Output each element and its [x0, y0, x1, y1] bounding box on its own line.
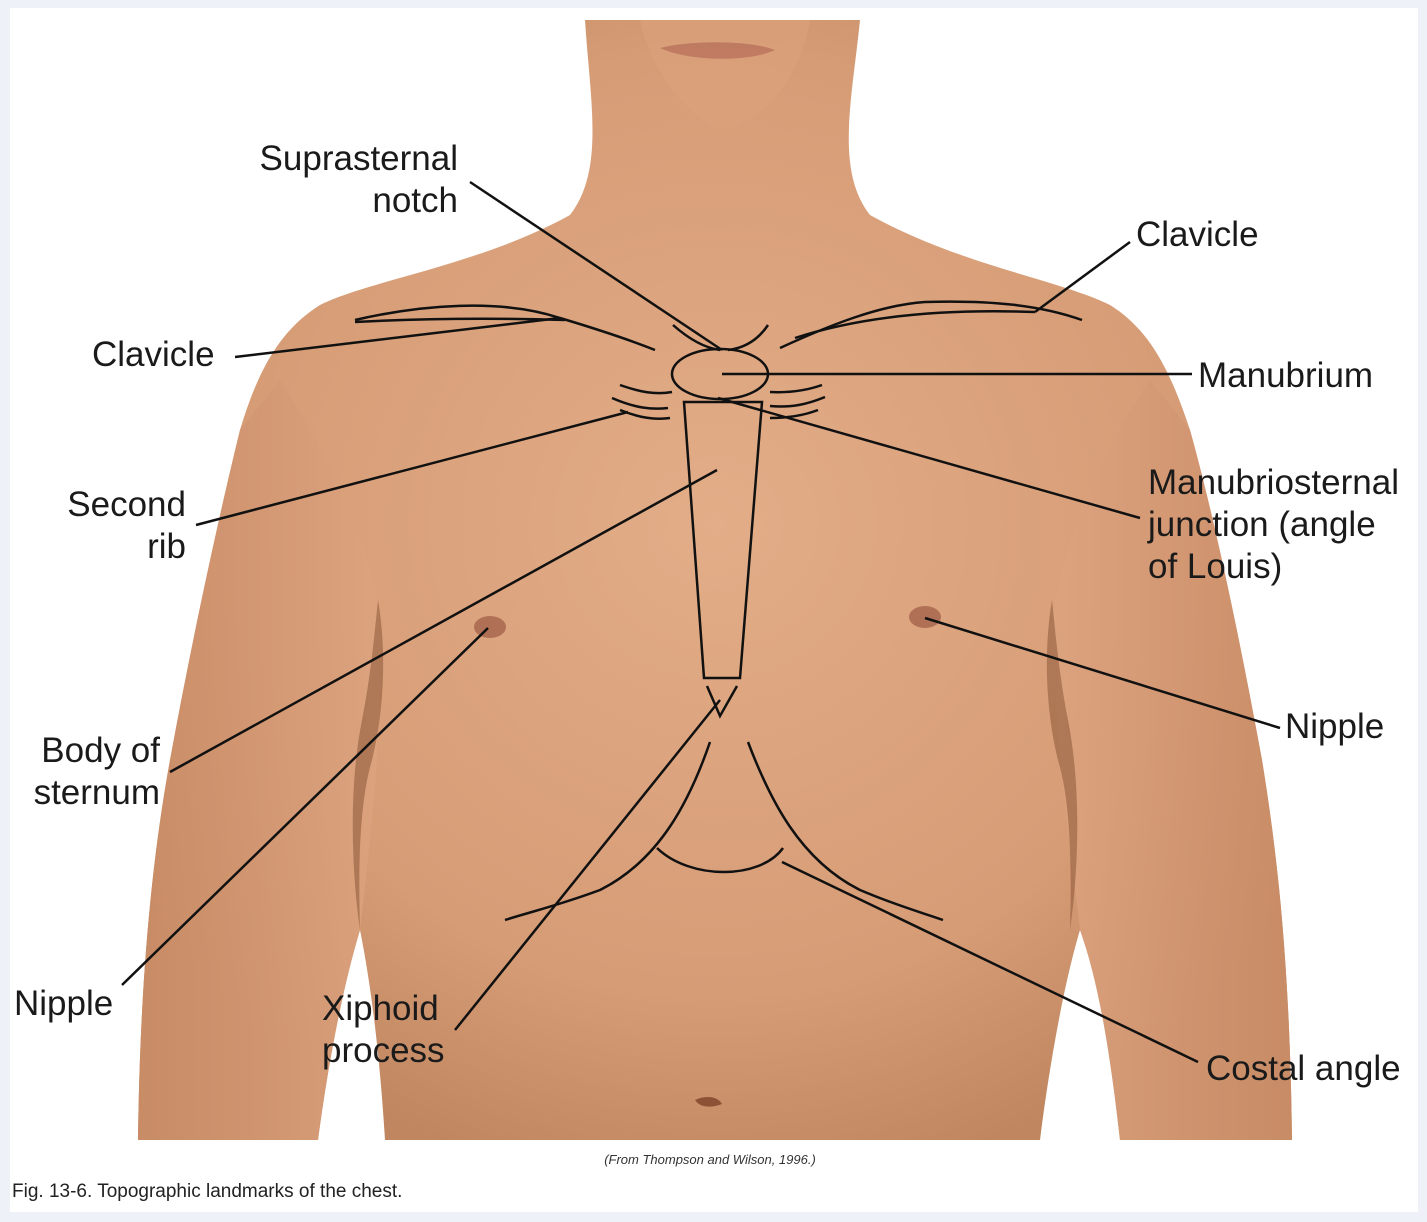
label-manubriosternal-junction: Manubriosternal junction (angle of Louis… — [1148, 462, 1399, 588]
label-clavicle-left: Clavicle — [92, 334, 215, 376]
figure-caption: Fig. 13-6. Topographic landmarks of the … — [12, 1181, 402, 1203]
label-costal-angle: Costal angle — [1206, 1048, 1401, 1090]
label-manubrium: Manubrium — [1198, 355, 1373, 397]
nipple-mark-right — [474, 616, 506, 638]
label-nipple-left: Nipple — [14, 983, 113, 1025]
nipple-mark-left — [909, 606, 941, 628]
label-suprasternal-notch: Suprasternal notch — [232, 138, 458, 222]
label-clavicle-right: Clavicle — [1136, 214, 1259, 256]
label-xiphoid-process: Xiphoid process — [322, 988, 445, 1072]
label-second-rib: Second rib — [40, 484, 186, 568]
label-nipple-right: Nipple — [1285, 706, 1384, 748]
label-body-of-sternum: Body of sternum — [10, 730, 160, 814]
figure-source: (From Thompson and Wilson, 1996.) — [520, 1152, 900, 1167]
